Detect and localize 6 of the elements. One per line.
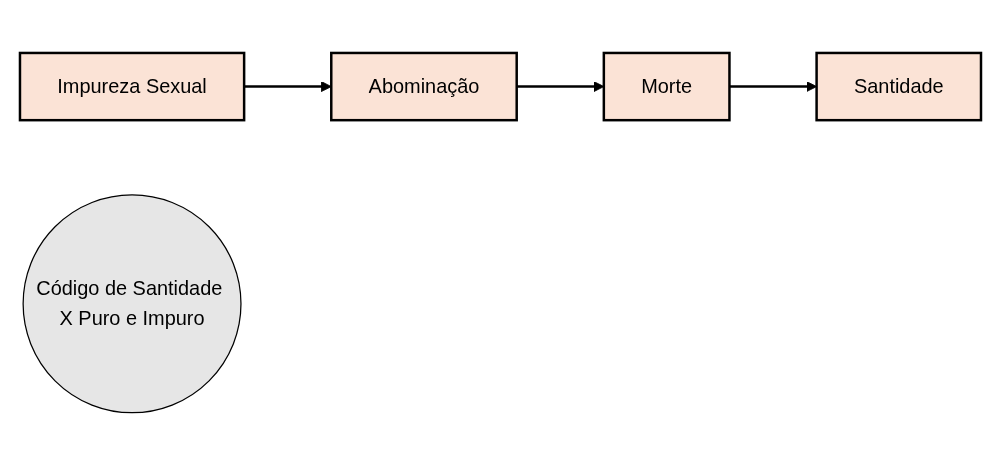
node-circle: Código de Santidade X Puro e Impuro <box>22 194 242 414</box>
node-box: Abominação <box>330 51 518 122</box>
node-box: Santidade <box>815 51 983 122</box>
node-box: Morte <box>602 51 731 122</box>
node-box: Impureza Sexual <box>18 51 246 122</box>
arrow <box>244 81 332 93</box>
